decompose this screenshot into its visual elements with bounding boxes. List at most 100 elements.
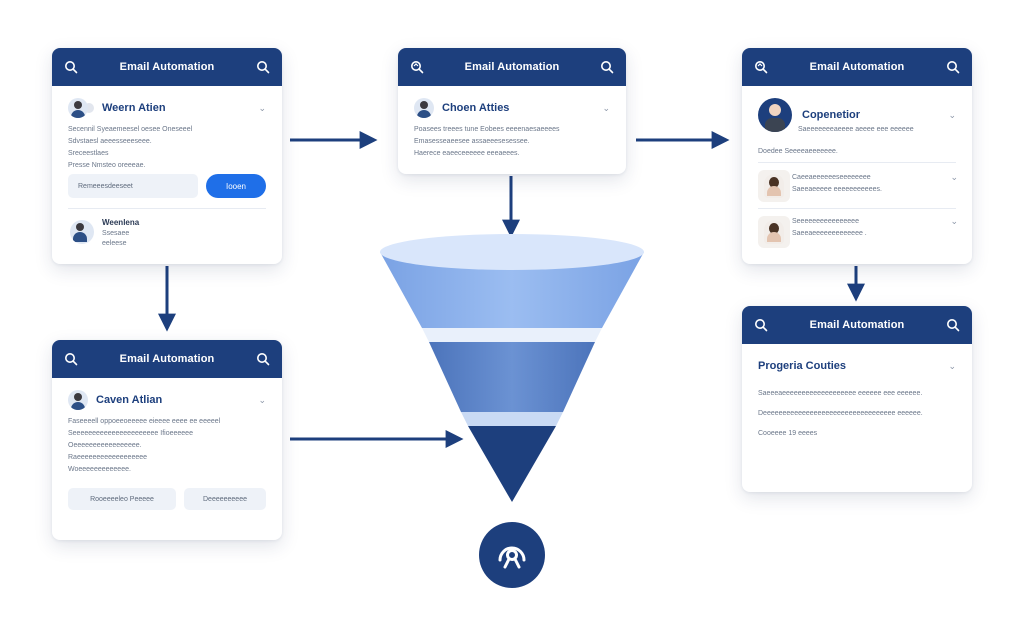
- body-line: Deeeeeeeeeeeeeeeeeeeeeeeeeeeeeeeeee eeee…: [758, 410, 923, 417]
- conversion-funnel: [376, 228, 648, 508]
- body-line: Doedee Seeeeaeeeeeee.: [758, 148, 838, 155]
- person-name: Copenetior: [802, 109, 861, 121]
- hub-icon-glyph: [498, 546, 526, 569]
- card-header: Email Automation: [742, 48, 972, 86]
- card-body-text: Poasees treees tune Eobees eeeenaesaeeee…: [398, 124, 626, 160]
- footer-line: eeleese: [102, 240, 127, 247]
- card-body-text: Saeeeeeeeaeeee aeeee eee eeeeee: [782, 124, 930, 136]
- card-bottom-right: Email Automation Progeria Couties ⌄ Saee…: [742, 306, 972, 492]
- tag-search-icon[interactable]: [754, 60, 768, 74]
- card-header: Email Automation: [742, 306, 972, 344]
- card-top-middle: Email Automation Choen Atties ⌄ Poasees …: [398, 48, 626, 174]
- body-line: Cooeeee 19 eeees: [758, 430, 818, 437]
- contact-item[interactable]: Seeeeeeeeeeeeeeee Saeeaeeeeeeeeeeeee .: [792, 216, 867, 240]
- body-line: Saeeeaeeeeeeeeeeeeeeeeeee eeeeee eee eee…: [758, 390, 923, 397]
- section-title: Progeria Couties: [758, 360, 847, 372]
- search-icon[interactable]: [256, 60, 270, 74]
- avatar: [70, 220, 94, 244]
- person-row[interactable]: Weern Atien ⌄: [52, 98, 282, 118]
- card-body-text: Saeeeaeeeeeeeeeeeeeeeeeee eeeeee eee eee…: [742, 384, 972, 444]
- tag-search-icon[interactable]: [410, 60, 424, 74]
- chevron-down-icon[interactable]: ⌄: [948, 109, 956, 120]
- person-row[interactable]: Caven Atlian ⌄: [52, 390, 282, 410]
- divider: [758, 208, 956, 209]
- card-top-left: Email Automation Weern Atien ⌄ Secennil …: [52, 48, 282, 264]
- body-line: Seeeeeeeeeeeeeeeeeeeeee Ifioeeeeee: [68, 430, 193, 437]
- avatar: [414, 98, 434, 118]
- card-header: Email Automation: [52, 48, 282, 86]
- chevron-down-icon[interactable]: ⌄: [950, 216, 958, 226]
- funnel-stage-3: [468, 426, 556, 502]
- body-line: Emasesseaeesee assaeeesesessee.: [414, 138, 530, 145]
- email-input[interactable]: Remeeesdeeseet: [68, 174, 198, 198]
- footer-person-name: Weenlena: [102, 218, 140, 227]
- funnel-gap-2: [461, 412, 563, 426]
- card-title: Email Automation: [809, 319, 905, 331]
- body-line: Poasees treees tune Eobees eeeenaesaeeee…: [414, 126, 560, 133]
- card-bottom-left: Email Automation Caven Atlian ⌄ Faseeeel…: [52, 340, 282, 540]
- hub-icon[interactable]: [479, 522, 545, 588]
- footer-person: Weenlena Ssesaee eeleese: [102, 218, 139, 249]
- chevron-down-icon[interactable]: ⌄: [948, 360, 956, 371]
- chevron-down-icon[interactable]: ⌄: [258, 102, 266, 113]
- person-name: Caven Atlian: [96, 394, 163, 406]
- person-name: Weern Atien: [102, 102, 166, 114]
- avatar: [764, 220, 784, 244]
- search-icon[interactable]: [256, 352, 270, 366]
- contact-item[interactable]: Caeeaeeeeeeseeeeeeee Saeeaeeeee eeeeeeee…: [792, 172, 882, 196]
- card-header: Email Automation: [398, 48, 626, 86]
- avatar: [764, 174, 784, 198]
- card-title: Email Automation: [809, 61, 905, 73]
- divider: [758, 162, 956, 163]
- search-icon[interactable]: [946, 60, 960, 74]
- secondary-avatar: [84, 103, 94, 113]
- funnel-stage-2: [429, 342, 595, 412]
- card-title: Email Automation: [464, 61, 560, 73]
- card-body-text: Doedee Seeeeaeeeeeee.: [742, 146, 854, 158]
- search-icon[interactable]: [946, 318, 960, 332]
- card-body-text: Secennil Syeaemeesel oesee Oneseeel Sdvs…: [52, 124, 282, 172]
- contact-line: Caeeaeeeeeeseeeeeeee: [792, 174, 871, 181]
- contact-line: Saeeaeeeeeeeeeeeee .: [792, 230, 867, 237]
- body-line: Woeeeeeeeeeeeee.: [68, 466, 131, 473]
- send-button[interactable]: Iooen: [206, 174, 266, 198]
- body-line: Oeeeeeeeeeeeeeeeee.: [68, 442, 142, 449]
- body-line: Sreceestlaes: [68, 150, 109, 157]
- card-title: Email Automation: [119, 353, 215, 365]
- body-line: Sdvstaesl aeeesseeeseee.: [68, 138, 152, 145]
- contact-line: Seeeeeeeeeeeeeeee: [792, 218, 859, 225]
- search-icon[interactable]: [754, 318, 768, 332]
- search-icon[interactable]: [64, 60, 78, 74]
- card-header: Email Automation: [52, 340, 282, 378]
- contact-avatar: [758, 170, 790, 202]
- chevron-down-icon[interactable]: ⌄: [602, 102, 610, 113]
- avatar: [68, 98, 88, 118]
- contact-avatar: [758, 216, 790, 248]
- chevron-down-icon[interactable]: ⌄: [258, 394, 266, 405]
- card-body-text: Faseeeell oppoeeoeeeee eieeee eeee ee ee…: [52, 416, 282, 476]
- search-icon[interactable]: [64, 352, 78, 366]
- footer-line: Ssesaee: [102, 230, 130, 237]
- avatar: [758, 98, 792, 132]
- funnel-stage-1: [380, 252, 644, 328]
- body-line: Raeeeeeeeeeeeeeeeeee: [68, 454, 148, 461]
- funnel-top-rim: [380, 234, 644, 270]
- body-line: Presse Nmsteo oreeeae.: [68, 162, 146, 169]
- body-line: Haerece eaeeceeeeee eeeaeees.: [414, 150, 520, 157]
- funnel-gap-1: [422, 328, 602, 342]
- chevron-down-icon[interactable]: ⌄: [950, 172, 958, 182]
- secondary-button[interactable]: Deeeeeeeeee: [184, 488, 266, 510]
- avatar: [68, 390, 88, 410]
- contact-line: Saeeaeeeee eeeeeeeeeees.: [792, 186, 882, 193]
- body-line: Saeeeeeeeaeeee aeeee eee eeeeee: [798, 126, 914, 133]
- card-title: Email Automation: [119, 61, 215, 73]
- action-button[interactable]: Rooeeeeleo Peeeee: [68, 488, 176, 510]
- body-line: Secennil Syeaemeesel oesee Oneseeel: [68, 126, 193, 133]
- card-top-right: Email Automation Copenetior ⌄ Saeeeeeeea…: [742, 48, 972, 264]
- person-row[interactable]: Copenetior ⌄: [742, 98, 972, 132]
- section-title-row[interactable]: Progeria Couties ⌄: [742, 360, 972, 372]
- person-row[interactable]: Choen Atties ⌄: [398, 98, 626, 118]
- person-name: Choen Atties: [442, 102, 510, 114]
- search-icon[interactable]: [600, 60, 614, 74]
